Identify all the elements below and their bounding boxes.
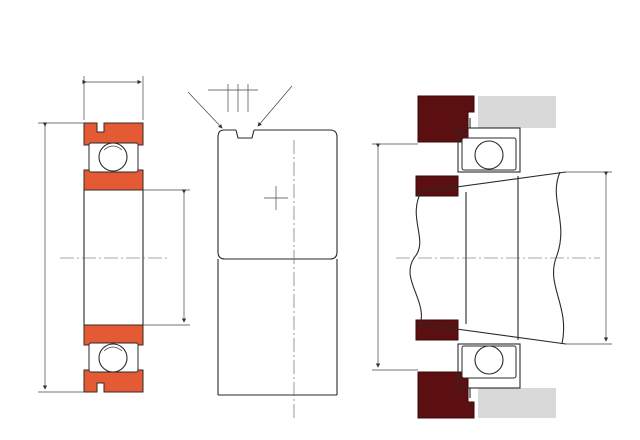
housing-bottom <box>417 371 475 419</box>
leader-left <box>187 91 223 129</box>
bottom-ring-section <box>83 324 144 393</box>
bearing-cross-section-view <box>38 76 190 393</box>
ball-highlight-top <box>103 145 123 151</box>
mount-ball-top <box>474 140 504 170</box>
housing-top <box>417 95 475 143</box>
shaft-shoulder-top <box>415 175 459 197</box>
leader-right <box>257 85 293 127</box>
snap-ring-groove <box>235 129 255 139</box>
outer-ring-bottom <box>83 369 144 393</box>
wall-top <box>478 96 556 128</box>
shaft-shoulder-bottom <box>415 319 459 341</box>
mount-ball-bottom <box>474 345 504 375</box>
wall-bottom <box>478 388 556 418</box>
ball-top <box>98 142 128 172</box>
inner-ring-top <box>83 169 144 191</box>
outer-ring-top <box>83 122 144 146</box>
top-ring-section <box>83 122 144 191</box>
shaft-outline <box>419 171 567 345</box>
mount-bearing-top <box>457 127 521 173</box>
side-upper-outline <box>217 129 338 260</box>
bearing-side-view <box>187 84 338 420</box>
inner-ring-bottom <box>83 324 144 346</box>
ball-highlight-bottom <box>103 346 123 352</box>
mount-bearing-bottom <box>457 343 521 389</box>
mounting-arrangement-view <box>372 95 612 419</box>
ball-bottom <box>98 343 128 373</box>
